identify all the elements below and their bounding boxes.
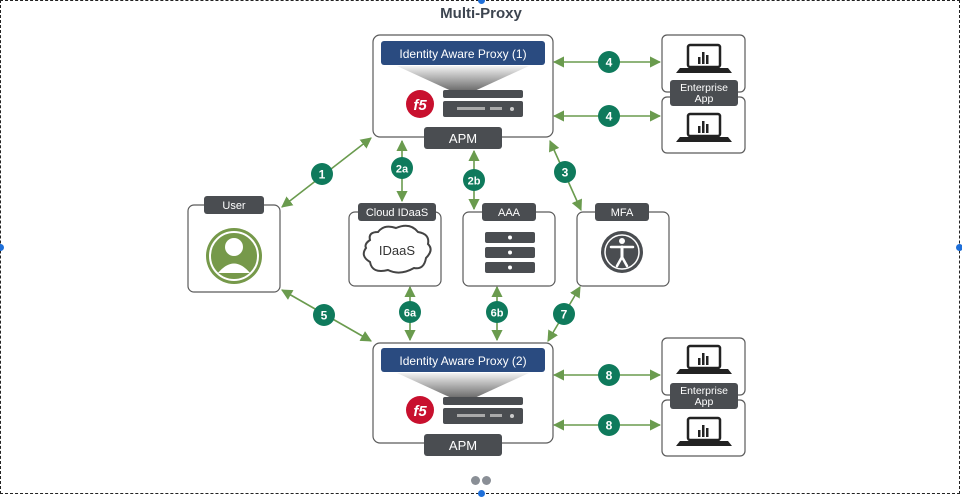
apm-label: APM <box>449 131 477 146</box>
proxy-label: Identity Aware Proxy (1) <box>399 47 526 61</box>
svg-text:4: 4 <box>606 110 613 124</box>
apm-badge <box>424 434 502 456</box>
step-badge-8a: 8 <box>598 364 620 386</box>
pager-dot-2[interactable] <box>482 476 491 485</box>
user-node[interactable]: User <box>187 196 281 293</box>
mfa-node[interactable]: MFA <box>576 203 670 287</box>
svg-text:f5: f5 <box>413 403 427 420</box>
step-badge-6a: 6a <box>399 301 421 323</box>
step-badge-2b: 2b <box>463 169 485 191</box>
laptop-chart-icon <box>676 112 732 142</box>
step-badge-8b: 8 <box>598 414 620 436</box>
enterprise-app-label-line2: App <box>695 396 714 408</box>
resize-handle-left[interactable] <box>0 244 4 251</box>
proxy-header-bar <box>381 348 545 372</box>
aaa-label: AAA <box>498 207 521 219</box>
svg-text:8: 8 <box>606 419 613 433</box>
f5-logo: f5 <box>406 90 434 118</box>
svg-text:6b: 6b <box>491 308 504 320</box>
svg-text:6a: 6a <box>404 308 417 320</box>
enterprise-app-top[interactable]: Enterprise App <box>661 34 746 154</box>
resize-handle-right[interactable] <box>956 244 962 251</box>
resize-handle-bottom[interactable] <box>478 490 485 497</box>
cloud-icon: IDaaS <box>362 224 432 274</box>
enterprise-app-label-badge <box>670 80 738 106</box>
svg-text:2b: 2b <box>468 176 481 188</box>
accessibility-icon <box>601 231 643 273</box>
aaa-node[interactable]: AAA <box>462 203 556 287</box>
enterprise-app-label-line2: App <box>695 93 714 105</box>
server-appliance-icon <box>443 397 523 424</box>
user-avatar-icon <box>206 228 262 284</box>
user-label: User <box>222 200 246 212</box>
svg-text:3: 3 <box>562 166 569 180</box>
mfa-label: MFA <box>611 207 634 219</box>
step-badge-1: 1 <box>311 163 333 185</box>
idaas-label-badge <box>358 203 436 221</box>
idaas-inner-text: IDaaS <box>379 243 415 258</box>
enterprise-app-bottom[interactable]: Enterprise App <box>661 337 746 457</box>
proxy-node-2[interactable]: Identity Aware Proxy (2) f5 APM <box>372 342 554 456</box>
cloud-idaas-node[interactable]: Cloud IDaaS IDaaS <box>348 203 442 287</box>
svg-text:4: 4 <box>606 56 613 70</box>
laptop-chart-icon <box>676 344 732 374</box>
step-badges: 1 2a 2b 3 4 4 5 6a 6b 7 8 8 <box>311 51 620 436</box>
svg-text:8: 8 <box>606 369 613 383</box>
step-badge-6b: 6b <box>486 301 508 323</box>
step-badge-2a: 2a <box>391 157 413 179</box>
mfa-label-badge <box>595 203 649 221</box>
idaas-label: Cloud IDaaS <box>366 207 428 219</box>
step-badge-5: 5 <box>313 304 335 326</box>
proxy-header-bar <box>381 41 545 65</box>
apm-label: APM <box>449 438 477 453</box>
enterprise-app-label-line1: Enterprise <box>680 385 728 397</box>
svg-text:f5: f5 <box>413 97 427 114</box>
laptop-chart-icon <box>676 43 732 73</box>
svg-text:2a: 2a <box>396 164 409 176</box>
svg-text:5: 5 <box>321 309 328 323</box>
pager-dot-1[interactable] <box>471 476 480 485</box>
proxy-node-1[interactable]: Identity Aware Proxy (1) f5 APM <box>372 34 554 149</box>
proxy-funnel <box>397 373 529 401</box>
f5-logo: f5 <box>406 396 434 424</box>
user-label-badge <box>204 196 264 214</box>
aaa-label-badge <box>482 203 536 221</box>
enterprise-app-label-line1: Enterprise <box>680 82 728 94</box>
diagram-title: Multi-Proxy <box>440 5 522 22</box>
step-badge-4b: 4 <box>598 105 620 127</box>
server-stack-icon <box>485 232 535 273</box>
svg-text:1: 1 <box>319 168 326 182</box>
enterprise-app-label-badge <box>670 383 738 409</box>
apm-badge <box>424 127 502 149</box>
proxy-label: Identity Aware Proxy (2) <box>399 354 526 368</box>
server-appliance-icon <box>443 90 523 117</box>
svg-text:7: 7 <box>561 308 568 322</box>
step-badge-7: 7 <box>553 303 575 325</box>
resize-handle-top[interactable] <box>478 0 485 4</box>
step-badge-4a: 4 <box>598 51 620 73</box>
laptop-chart-icon <box>676 416 732 446</box>
step-badge-3: 3 <box>554 161 576 183</box>
proxy-funnel <box>397 66 529 94</box>
